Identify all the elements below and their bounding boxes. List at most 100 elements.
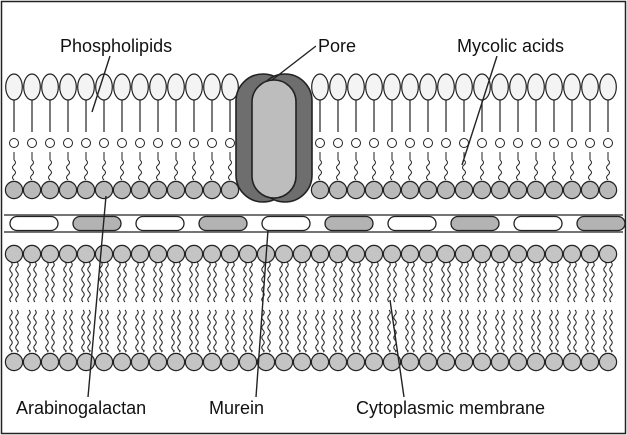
membrane-head-lower: [5, 353, 22, 370]
membrane-head-upper: [365, 245, 382, 262]
pore-protein: [236, 74, 312, 202]
label-phospholipids: Phospholipids: [58, 36, 174, 56]
phospholipid-head: [330, 74, 347, 100]
membrane-head-upper: [59, 245, 76, 262]
membrane-head-lower: [239, 353, 256, 370]
arabinogalactan-head: [455, 181, 472, 198]
membrane-head-lower: [581, 353, 598, 370]
membrane-head-upper: [329, 245, 346, 262]
phospholipid-head: [24, 74, 41, 100]
phospholipid-head: [600, 74, 617, 100]
membrane-head-lower: [41, 353, 58, 370]
label-murein: Murein: [207, 398, 266, 418]
junction-circle: [136, 139, 145, 148]
arabinogalactan-head: [5, 181, 22, 198]
phospholipid-head: [492, 74, 509, 100]
membrane-head-upper: [293, 245, 310, 262]
phospholipid-head: [168, 74, 185, 100]
phospholipid-head: [546, 74, 563, 100]
membrane-head-upper: [509, 245, 526, 262]
membrane-head-upper: [419, 245, 436, 262]
murein-segment: [451, 217, 499, 231]
phospholipid-head: [366, 74, 383, 100]
junction-circle: [316, 139, 325, 148]
membrane-head-lower: [95, 353, 112, 370]
junction-circle: [370, 139, 379, 148]
arabinogalactan-head: [149, 181, 166, 198]
junction-circle: [514, 139, 523, 148]
junction-circle: [118, 139, 127, 148]
junction-circle: [172, 139, 181, 148]
junction-circle: [550, 139, 559, 148]
arabinogalactan-head: [419, 181, 436, 198]
arabinogalactan-head: [203, 181, 220, 198]
murein-segment: [10, 217, 58, 231]
membrane-head-lower: [329, 353, 346, 370]
junction-circle: [208, 139, 217, 148]
label-cytoplasmic-membrane: Cytoplasmic membrane: [354, 398, 547, 418]
membrane-head-lower: [275, 353, 292, 370]
membrane-head-upper: [473, 245, 490, 262]
arabinogalactan-head: [347, 181, 364, 198]
membrane-head-upper: [599, 245, 616, 262]
membrane-head-lower: [545, 353, 562, 370]
membrane-head-lower: [221, 353, 238, 370]
phospholipid-head: [186, 74, 203, 100]
junction-circle: [496, 139, 505, 148]
junction-circle: [46, 139, 55, 148]
junction-circle: [586, 139, 595, 148]
junction-circle: [478, 139, 487, 148]
arabinogalactan-head: [311, 181, 328, 198]
phospholipid-head: [564, 74, 581, 100]
arabinogalactan-head: [23, 181, 40, 198]
arabinogalactan-head: [473, 181, 490, 198]
junction-circle: [442, 139, 451, 148]
membrane-head-upper: [41, 245, 58, 262]
membrane-head-lower: [509, 353, 526, 370]
membrane-head-upper: [113, 245, 130, 262]
phospholipid-head: [348, 74, 365, 100]
membrane-head-upper: [437, 245, 454, 262]
arabinogalactan-head: [563, 181, 580, 198]
arabinogalactan-head: [545, 181, 562, 198]
membrane-head-upper: [95, 245, 112, 262]
membrane-head-upper: [491, 245, 508, 262]
junction-circle: [568, 139, 577, 148]
membrane-head-lower: [455, 353, 472, 370]
membrane-head-lower: [599, 353, 616, 370]
arabinogalactan-head: [77, 181, 94, 198]
junction-circle: [28, 139, 37, 148]
membrane-head-lower: [59, 353, 76, 370]
murein-segment: [262, 217, 310, 231]
junction-circle: [190, 139, 199, 148]
membrane-head-upper: [203, 245, 220, 262]
phospholipid-head: [528, 74, 545, 100]
murein-segment: [577, 217, 625, 231]
arabinogalactan-head: [41, 181, 58, 198]
membrane-head-lower: [473, 353, 490, 370]
arabinogalactan-head: [185, 181, 202, 198]
phospholipid-head: [456, 74, 473, 100]
membrane-head-upper: [185, 245, 202, 262]
arabinogalactan-head: [491, 181, 508, 198]
membrane-head-lower: [113, 353, 130, 370]
junction-circle: [388, 139, 397, 148]
phospholipid-head: [78, 74, 95, 100]
membrane-head-upper: [167, 245, 184, 262]
membrane-head-lower: [23, 353, 40, 370]
phospholipid-head: [438, 74, 455, 100]
membrane-head-lower: [311, 353, 328, 370]
junction-circle: [460, 139, 469, 148]
membrane-head-upper: [455, 245, 472, 262]
arabinogalactan-head: [365, 181, 382, 198]
membrane-head-upper: [221, 245, 238, 262]
membrane-head-lower: [491, 353, 508, 370]
arabinogalactan-head: [383, 181, 400, 198]
membrane-head-upper: [347, 245, 364, 262]
arabinogalactan-head: [509, 181, 526, 198]
membrane-head-lower: [185, 353, 202, 370]
phospholipid-head: [420, 74, 437, 100]
membrane-head-lower: [365, 353, 382, 370]
phospholipid-head: [114, 74, 131, 100]
